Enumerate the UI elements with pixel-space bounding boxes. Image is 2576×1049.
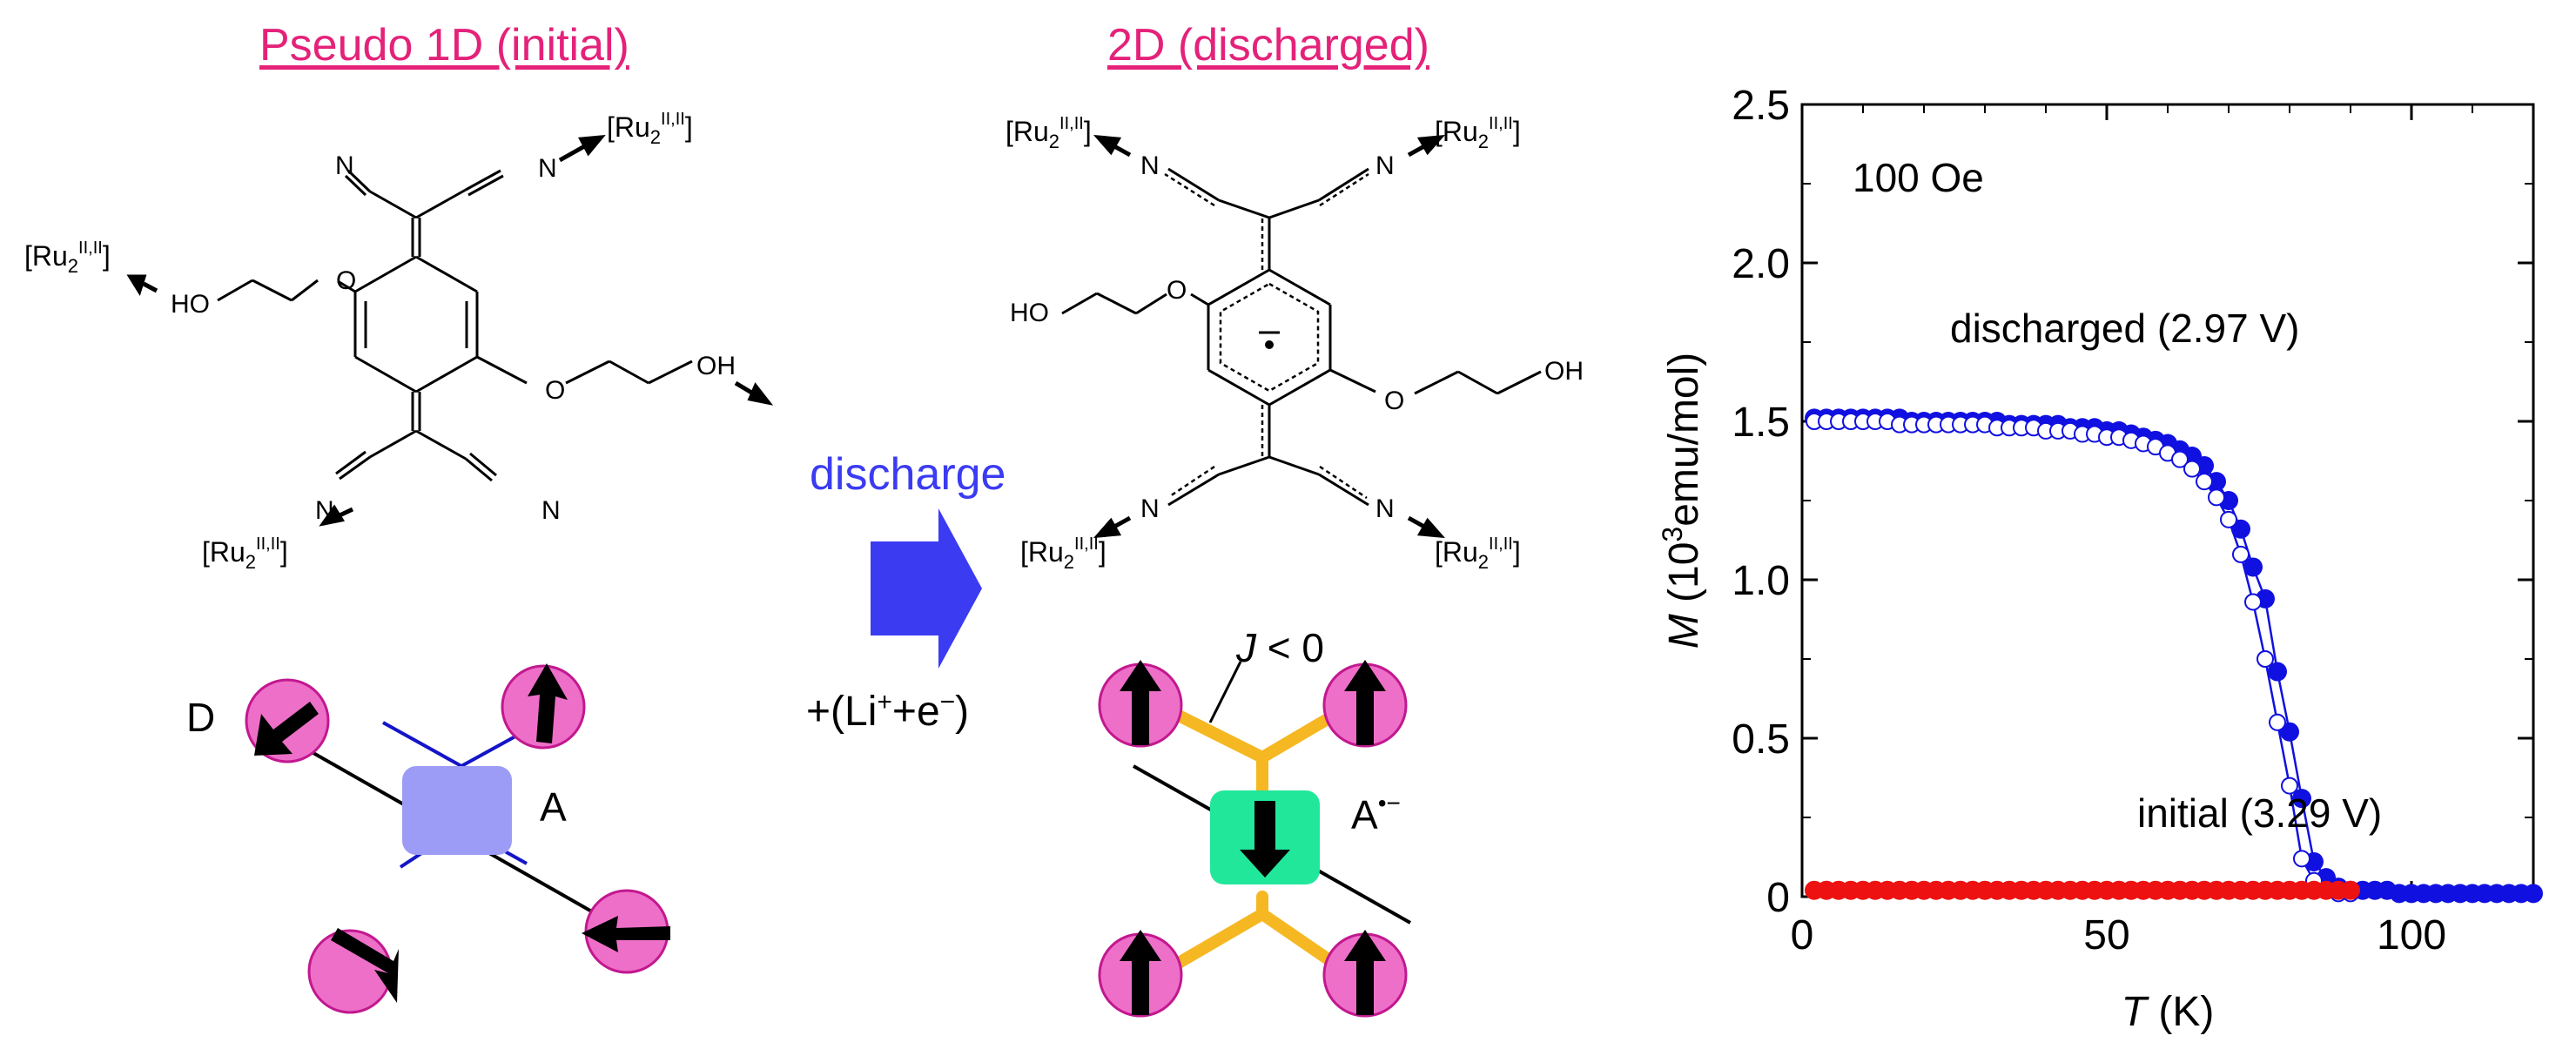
acceptor-label-initial: A <box>540 784 567 830</box>
atom-n-tl: N <box>335 151 354 180</box>
series-label-initial: initial (3.29 V) <box>2137 790 2382 836</box>
data-point <box>2269 713 2286 731</box>
x-tick-label: 100 <box>2377 912 2446 958</box>
y-tick-label: 2.0 <box>1732 241 1790 287</box>
coupling-label: J < 0 <box>1235 625 1324 670</box>
y-tick-label: 0.5 <box>1732 716 1790 763</box>
ru-label-tr: [Ru2II,II] <box>607 110 693 148</box>
data-point <box>2243 557 2263 577</box>
panel-pseudo-1d: Pseudo 1D (initial) <box>0 0 784 1049</box>
heading-2d: 2D (discharged) <box>1107 20 1429 71</box>
data-point <box>2208 488 2225 507</box>
reaction-equation: +(Li++e−) <box>806 688 970 735</box>
series-label-discharged: discharged (2.97 V) <box>1950 306 2299 351</box>
atom-n-tr-2d: N <box>1375 151 1395 180</box>
atom-n-bl: N <box>315 496 334 525</box>
atom-o-right-2d: O <box>1384 387 1404 415</box>
atom-oh-2d: OH <box>1544 357 1584 386</box>
spin-arrow <box>528 663 568 743</box>
data-point <box>2232 545 2250 563</box>
spin-arrow <box>582 916 670 952</box>
data-point <box>2257 650 2274 668</box>
ru-label-tr-2d: [Ru2II,II] <box>1435 114 1521 152</box>
data-point <box>2183 460 2201 478</box>
data-point <box>2341 880 2360 900</box>
acceptor-spin-arrow <box>1240 801 1290 878</box>
spin-schematic-initial: D A <box>186 663 670 1014</box>
spin-arrow <box>1120 930 1161 1015</box>
atom-o-left: O <box>336 266 356 295</box>
discharge-label: discharge <box>810 449 1006 500</box>
spin-arrow <box>1344 930 1386 1015</box>
data-point <box>2231 519 2250 539</box>
magnetization-chart: 0 0.5 1.0 1.5 2.0 2.5 0 50 100 100 Oe discharged… <box>1657 83 2543 1035</box>
atom-n-br-2d: N <box>1375 494 1395 523</box>
molecule-discharged: N N N N O O HO OH [Ru2II,II] [Ru2II,II] … <box>1006 114 1584 573</box>
ru-label-left: [Ru2II,II] <box>24 239 111 277</box>
atom-n-br: N <box>541 496 561 525</box>
atom-n-bl-2d: N <box>1140 494 1160 523</box>
magnetization-chart-panel: 0 0.5 1.0 1.5 2.0 2.5 0 50 100 100 Oe discharged… <box>1619 0 2576 1049</box>
heading-pseudo-1d: Pseudo 1D (initial) <box>259 20 629 71</box>
donor-label: D <box>186 695 215 740</box>
spin-arrow <box>1344 660 1386 745</box>
y-tick-label: 2.5 <box>1732 83 1790 129</box>
data-point <box>2268 662 2287 682</box>
acceptor-label-discharged: A•− <box>1351 790 1401 837</box>
data-point <box>2280 722 2299 742</box>
ru-label-right: [Ru2II,II] <box>782 395 784 434</box>
y-tick-label: 1.0 <box>1732 558 1790 604</box>
atom-o-left-2d: O <box>1167 276 1187 305</box>
atom-ho: HO <box>171 290 210 319</box>
atom-ho-2d: HO <box>1010 299 1049 327</box>
ru-label-bl: [Ru2II,II] <box>202 535 288 573</box>
atom-n-tl-2d: N <box>1140 151 1160 180</box>
reaction-arrow-group: discharge +(Li++e−) <box>784 0 1045 1049</box>
discharge-arrow <box>871 508 982 669</box>
field-annotation: 100 Oe <box>1853 155 1984 200</box>
data-point <box>2171 450 2189 468</box>
ru-label-br-2d: [Ru2II,II] <box>1435 535 1521 573</box>
y-axis-label: M (103emu/mol) <box>1657 353 1707 649</box>
x-tick-label: 50 <box>2083 912 2129 958</box>
data-point <box>2207 472 2226 492</box>
x-tick-label: 0 <box>1791 912 1814 958</box>
atom-oh: OH <box>696 352 736 380</box>
data-point <box>2292 789 2311 809</box>
data-point <box>2220 510 2237 528</box>
ru-label-bl-2d: [Ru2II,II] <box>1020 535 1106 573</box>
spin-arrow <box>1120 660 1161 745</box>
spin-schematic-discharged: J < 0 A•− <box>1098 625 1411 1018</box>
ru-label-tl-2d: [Ru2II,II] <box>1006 114 1092 152</box>
plot-frame <box>1800 103 2535 898</box>
data-point <box>2524 884 2543 904</box>
atom-n-tr: N <box>538 154 557 183</box>
acceptor-square-initial <box>402 766 512 855</box>
x-axis-label: T (K) <box>2122 989 2215 1035</box>
atom-o-right: O <box>545 376 565 405</box>
data-point <box>2196 473 2213 491</box>
y-tick-label: 1.5 <box>1732 400 1790 446</box>
spin-arrow <box>254 702 319 756</box>
data-point <box>2293 850 2310 868</box>
y-tick-label: 0 <box>1766 875 1790 921</box>
molecule-initial: N N N N O O HO OH [Ru2II,II] [Ru2II,II] … <box>24 110 784 573</box>
data-point <box>2244 593 2262 611</box>
panel-2d: 2D (discharged) <box>975 0 1654 1049</box>
spin-arrow <box>331 928 399 1003</box>
data-point <box>2281 777 2298 795</box>
